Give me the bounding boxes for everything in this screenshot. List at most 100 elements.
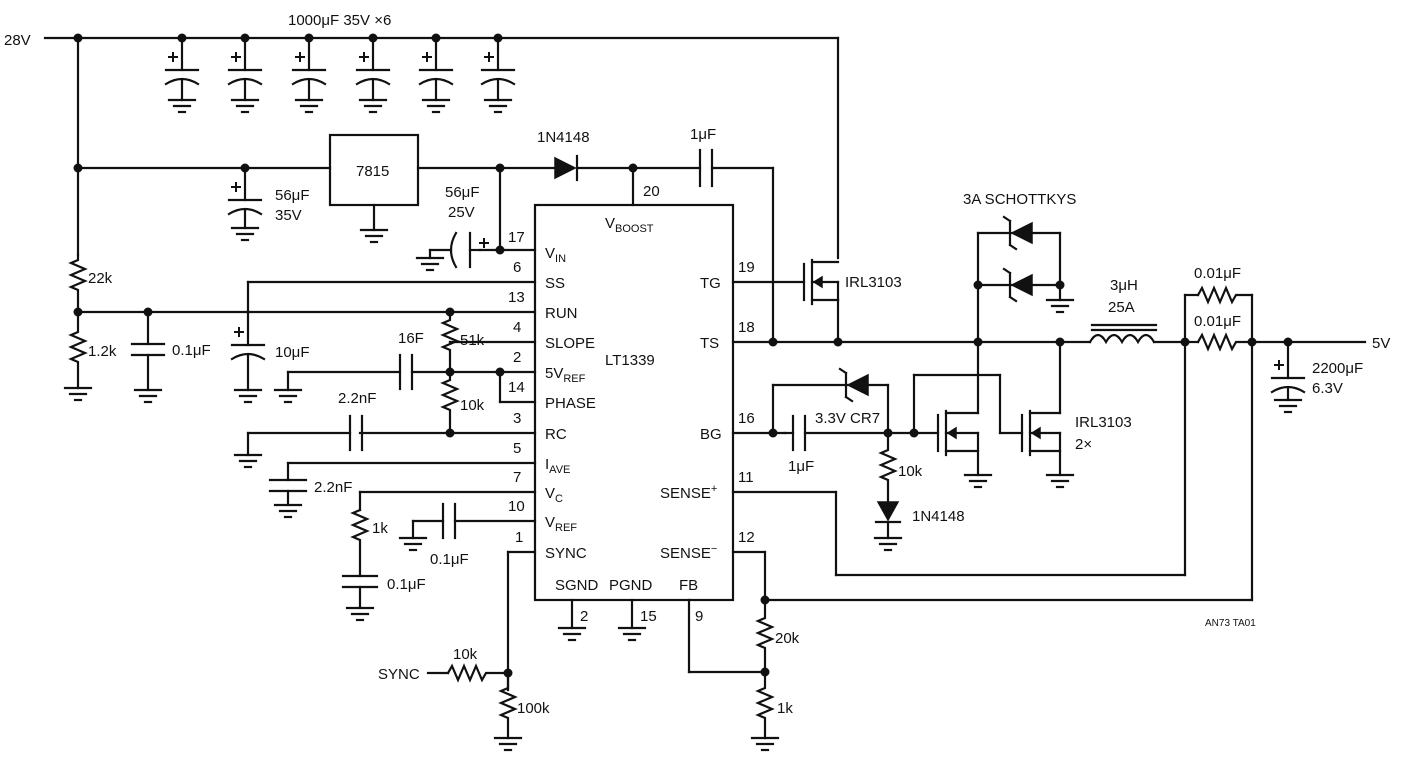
input-rail (43, 33, 840, 260)
pin-16-num: 16 (738, 410, 755, 427)
sync-network (426, 663, 523, 752)
pin-3-label: RC (545, 426, 567, 443)
pin-17-num: 17 (508, 229, 525, 246)
c-out-value: 2200μF (1312, 360, 1363, 377)
regulator-7815 (73, 133, 557, 244)
r1-2k-label: 1.2k (88, 343, 117, 360)
schottkys-label: 3A SCHOTTKYS (963, 191, 1076, 208)
r1k-fb-label: 1k (777, 700, 793, 717)
capacitor-56uf-25v (415, 163, 537, 272)
drawing-id: AN73 TA01 (1205, 618, 1256, 629)
regulator-label: 7815 (356, 163, 389, 180)
slope-network (273, 307, 460, 438)
capacitor-56uf-35v (227, 166, 263, 242)
pin-13-num: 13 (508, 289, 525, 306)
pin-18-num: 18 (738, 319, 755, 336)
boost-diode (554, 154, 702, 207)
pin-pgnd-num: 15 (640, 608, 657, 625)
feedback-divider (750, 550, 780, 752)
r22k-label: 22k (88, 270, 113, 287)
sense-resistors (763, 285, 1367, 602)
pin-6-num: 6 (513, 259, 521, 276)
input-caps-label: 1000μF 35V ×6 (288, 12, 391, 29)
c-iave-label: 2.2nF (314, 479, 352, 496)
pin-18-label: TS (700, 335, 719, 352)
output-capacitor (1270, 337, 1306, 414)
top-fet-label: IRL3103 (845, 274, 902, 291)
capacitor-ss (230, 280, 266, 404)
resistor-22k (68, 253, 88, 317)
r-sync-label: 10k (453, 646, 478, 663)
pin-16-label: BG (700, 426, 722, 443)
r-sense2-label: 0.01μF (1194, 313, 1241, 330)
pin-7-label: VC (545, 485, 563, 505)
ic-right-pins: 19 TG 18 TS 16 BG 11 SENSE+ 12 SENSE− (660, 259, 1092, 562)
pin-1-label: SYNC (545, 545, 587, 562)
ic-left-pins: 17 VIN 6 SS 13 RUN 4 SLOPE 2 5VREF 14 PH… (76, 229, 596, 692)
inductor-value: 3μH (1110, 277, 1138, 294)
vout-label: 5V (1372, 335, 1390, 352)
pin-sgnd-num: 2 (580, 608, 588, 625)
top-mosfet (768, 258, 843, 347)
pin-fb-num: 9 (695, 608, 703, 625)
pin-14-num: 14 (508, 379, 525, 396)
pin-10-label: VREF (545, 514, 577, 534)
r-sense1-label: 0.01μF (1194, 265, 1241, 282)
pin-6-label: SS (545, 275, 565, 292)
capacitor-vref (398, 502, 457, 552)
boost-capacitor (698, 148, 775, 344)
pgnd-label: PGND (609, 577, 653, 594)
pin-11-num: 11 (738, 469, 754, 486)
capacitor-run (130, 307, 166, 404)
fb-label: FB (679, 577, 698, 594)
pin-5-num: 5 (513, 440, 521, 457)
pin-19-label: TG (700, 275, 721, 292)
pin-2-num: 2 (513, 349, 521, 366)
pin-7-num: 7 (513, 469, 521, 486)
pin-5-label: IAVE (545, 456, 570, 476)
vc-compensation (341, 490, 379, 622)
inductor-rating: 25A (1108, 299, 1135, 316)
c-vref-label: 0.1μF (430, 551, 469, 568)
boost-cap-label: 1μF (690, 126, 716, 143)
pin-19-num: 19 (738, 259, 755, 276)
sync-label: SYNC (378, 666, 420, 683)
pin-1-num: 1 (515, 529, 523, 546)
sgnd-label: SGND (555, 577, 599, 594)
c56-35-rating: 35V (275, 207, 302, 224)
c56-25-rating: 25V (448, 204, 475, 221)
pin-12-num: 12 (738, 529, 755, 546)
bg-drive-network (768, 367, 1024, 552)
c-slope-label: 16F (398, 330, 424, 347)
pin-12-label: SENSE− (660, 543, 717, 562)
pin-14-label: PHASE (545, 395, 596, 412)
r51k-label: 51k (460, 332, 485, 349)
r-bg-label: 10k (898, 463, 923, 480)
ic-pin-20-num: 20 (643, 183, 660, 200)
c-vc-label: 0.1μF (387, 576, 426, 593)
c56-25-value: 56μF (445, 184, 480, 201)
pin-4-num: 4 (513, 319, 521, 336)
c-run-label: 0.1μF (172, 342, 211, 359)
capacitor-rc (233, 414, 364, 469)
c-rc-label: 2.2nF (338, 390, 376, 407)
pin-4-label: SLOPE (545, 335, 595, 352)
pin-11-label: SENSE+ (660, 483, 717, 502)
bottom-mosfets (936, 340, 1075, 489)
r20k-label: 20k (775, 630, 800, 647)
c56-35-value: 56μF (275, 187, 310, 204)
pin-3-num: 3 (513, 410, 521, 427)
boost-diode-label: 1N4148 (537, 129, 590, 146)
ic-name: LT1339 (605, 352, 655, 369)
ic-vboost-label: VBOOST (605, 215, 654, 235)
d-bg-label: 1N4148 (912, 508, 965, 525)
pin-13-label: RUN (545, 305, 578, 322)
resistor-1-2k (63, 310, 93, 402)
r-vc-label: 1k (372, 520, 388, 537)
bottom-fets-label: IRL3103 (1075, 414, 1132, 431)
c-out-rating: 6.3V (1312, 380, 1343, 397)
pin-10-num: 10 (508, 498, 525, 515)
pin-2-label: 5VREF (545, 365, 586, 385)
pin-17-label: VIN (545, 245, 566, 265)
